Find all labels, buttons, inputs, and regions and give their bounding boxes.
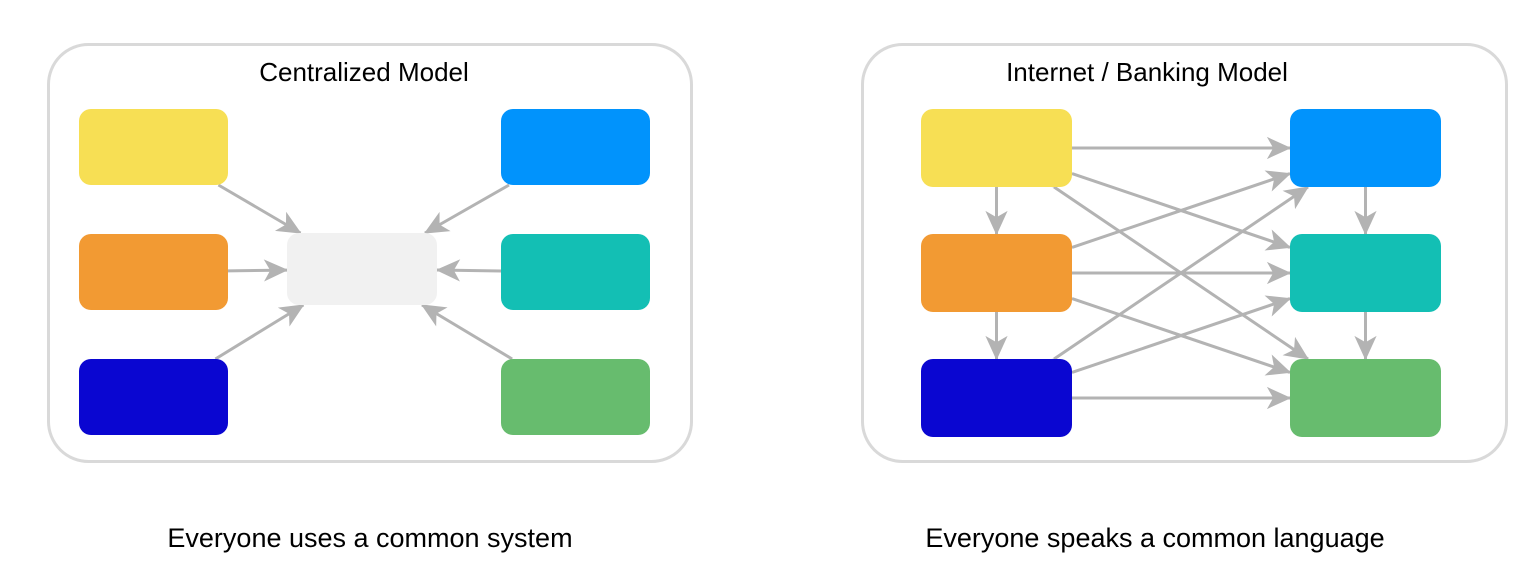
panel-frame-centralized <box>47 43 693 463</box>
connector-node-blue-to-hub <box>423 183 510 235</box>
node-yellow-centralized[interactable] <box>79 109 228 185</box>
node-green-centralized[interactable] <box>501 359 650 435</box>
connector-node-yellow-to-hub <box>217 183 302 235</box>
connector-node-green-to-hub <box>421 303 513 361</box>
panel-caption-internet-banking: Everyone speaks a common language <box>925 523 1385 553</box>
panel-frame-internet-banking <box>861 43 1508 463</box>
panel-caption-centralized: Everyone uses a common system <box>167 523 573 553</box>
node-orange-centralized[interactable] <box>79 234 228 310</box>
panel-centralized <box>47 43 693 463</box>
node-yellow-internet-banking[interactable] <box>921 109 1072 187</box>
node-green-internet-banking[interactable] <box>1290 359 1441 437</box>
panel-internet-banking <box>861 43 1508 463</box>
node-blue-centralized[interactable] <box>501 109 650 185</box>
connector-group-centralized <box>214 183 513 361</box>
connector-node-navy-to-node-teal <box>1046 295 1292 391</box>
node-blue-internet-banking[interactable] <box>1290 109 1441 187</box>
connector-node-navy-to-hub <box>214 303 305 361</box>
connector-node-orange-to-hub <box>227 259 289 282</box>
node-teal-centralized[interactable] <box>501 234 650 310</box>
node-teal-internet-banking[interactable] <box>1290 234 1441 312</box>
hub-node-centralized[interactable] <box>287 233 437 305</box>
node-navy-centralized[interactable] <box>79 359 228 435</box>
node-orange-internet-banking[interactable] <box>921 234 1072 312</box>
panel-title-internet-banking: Internet / Banking Model <box>1006 57 1288 87</box>
connector-node-teal-to-hub <box>435 259 502 282</box>
connector-group-internet-banking <box>985 136 1377 410</box>
node-navy-internet-banking[interactable] <box>921 359 1072 437</box>
panel-title-centralized: Centralized Model <box>259 57 469 87</box>
